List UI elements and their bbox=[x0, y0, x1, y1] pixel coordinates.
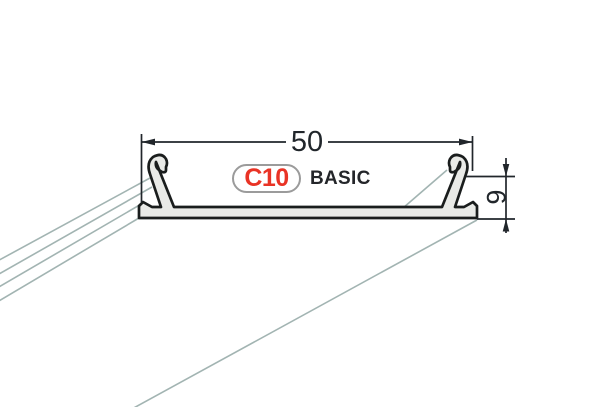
extrusion-line-right-hook bbox=[402, 169, 448, 209]
profile-cross-section bbox=[137, 153, 479, 220]
extrusion-line-base-top bbox=[0, 202, 144, 288]
height-dimension bbox=[466, 158, 515, 233]
product-code-badge: C10 bbox=[232, 164, 301, 193]
height-dimension-value: 6 bbox=[481, 189, 511, 205]
extrusion-line-hook-upper bbox=[0, 177, 151, 261]
width-dimension-value: 50 bbox=[290, 126, 324, 158]
product-label: C10 BASIC bbox=[232, 164, 371, 193]
height-arrow-bottom-icon bbox=[502, 219, 510, 232]
width-dimension bbox=[140, 134, 474, 202]
extrusion-line-base-bottom bbox=[0, 217, 140, 302]
extrusion-lines bbox=[0, 169, 478, 407]
product-series-label: BASIC bbox=[310, 168, 371, 189]
width-arrow-left-icon bbox=[141, 138, 155, 146]
height-arrow-top-icon bbox=[502, 164, 510, 177]
extrusion-line-hook-lower bbox=[0, 186, 153, 275]
width-arrow-right-icon bbox=[459, 138, 473, 146]
extrusion-line-right-base bbox=[133, 219, 478, 407]
